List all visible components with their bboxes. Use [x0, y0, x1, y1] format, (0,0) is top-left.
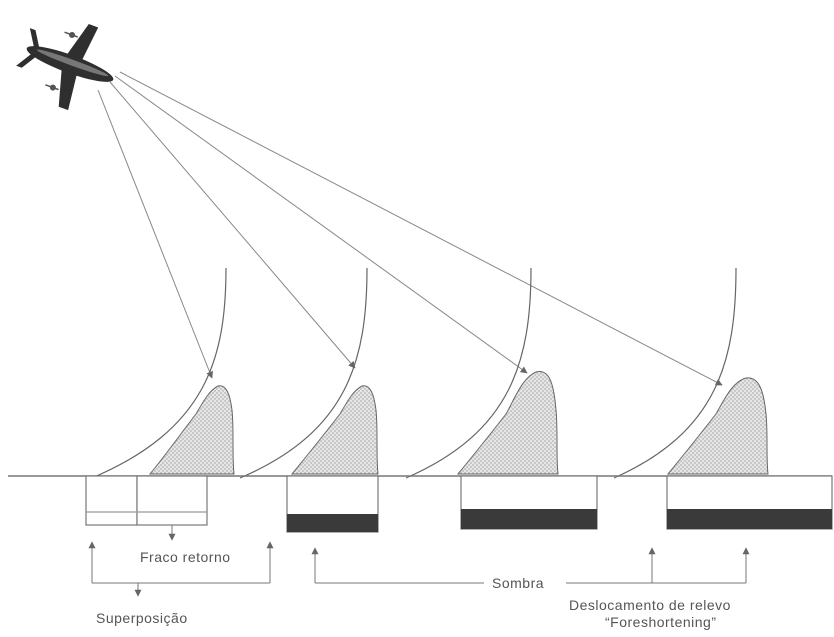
hill-3: [456, 371, 559, 475]
wavefront-4: [613, 267, 737, 479]
shadow-band-4: [667, 509, 832, 529]
beam-1: [97, 89, 213, 379]
hill-1: [148, 385, 235, 475]
projection-box-1a: [85, 475, 138, 526]
airplane-icon: [16, 24, 114, 111]
beam-2: [109, 81, 356, 369]
radar-beams: [97, 71, 723, 386]
wavefront-1: [91, 267, 227, 479]
wavefronts: [91, 267, 737, 479]
shadow-band-3: [461, 509, 597, 529]
wavefront-2: [239, 267, 368, 479]
hills: [148, 371, 769, 475]
hill-2: [290, 385, 379, 475]
label-shadow: Sombra: [492, 575, 544, 591]
shadow-band-2: [287, 514, 378, 532]
label-foreshortening: “Foreshortening”: [605, 614, 717, 630]
label-weak-return: Fraco retorno: [140, 549, 231, 565]
hill-4: [666, 377, 769, 475]
label-layover: Superposição: [96, 610, 188, 626]
beam-3: [114, 75, 528, 374]
indicator-arrows: [88, 525, 750, 597]
shadow-bands: [287, 509, 832, 532]
beam-4: [119, 71, 723, 386]
projection-box-1b: [136, 475, 208, 526]
label-relief-displacement: Deslocamento de relevo: [569, 597, 731, 613]
wavefront-3: [405, 267, 532, 479]
